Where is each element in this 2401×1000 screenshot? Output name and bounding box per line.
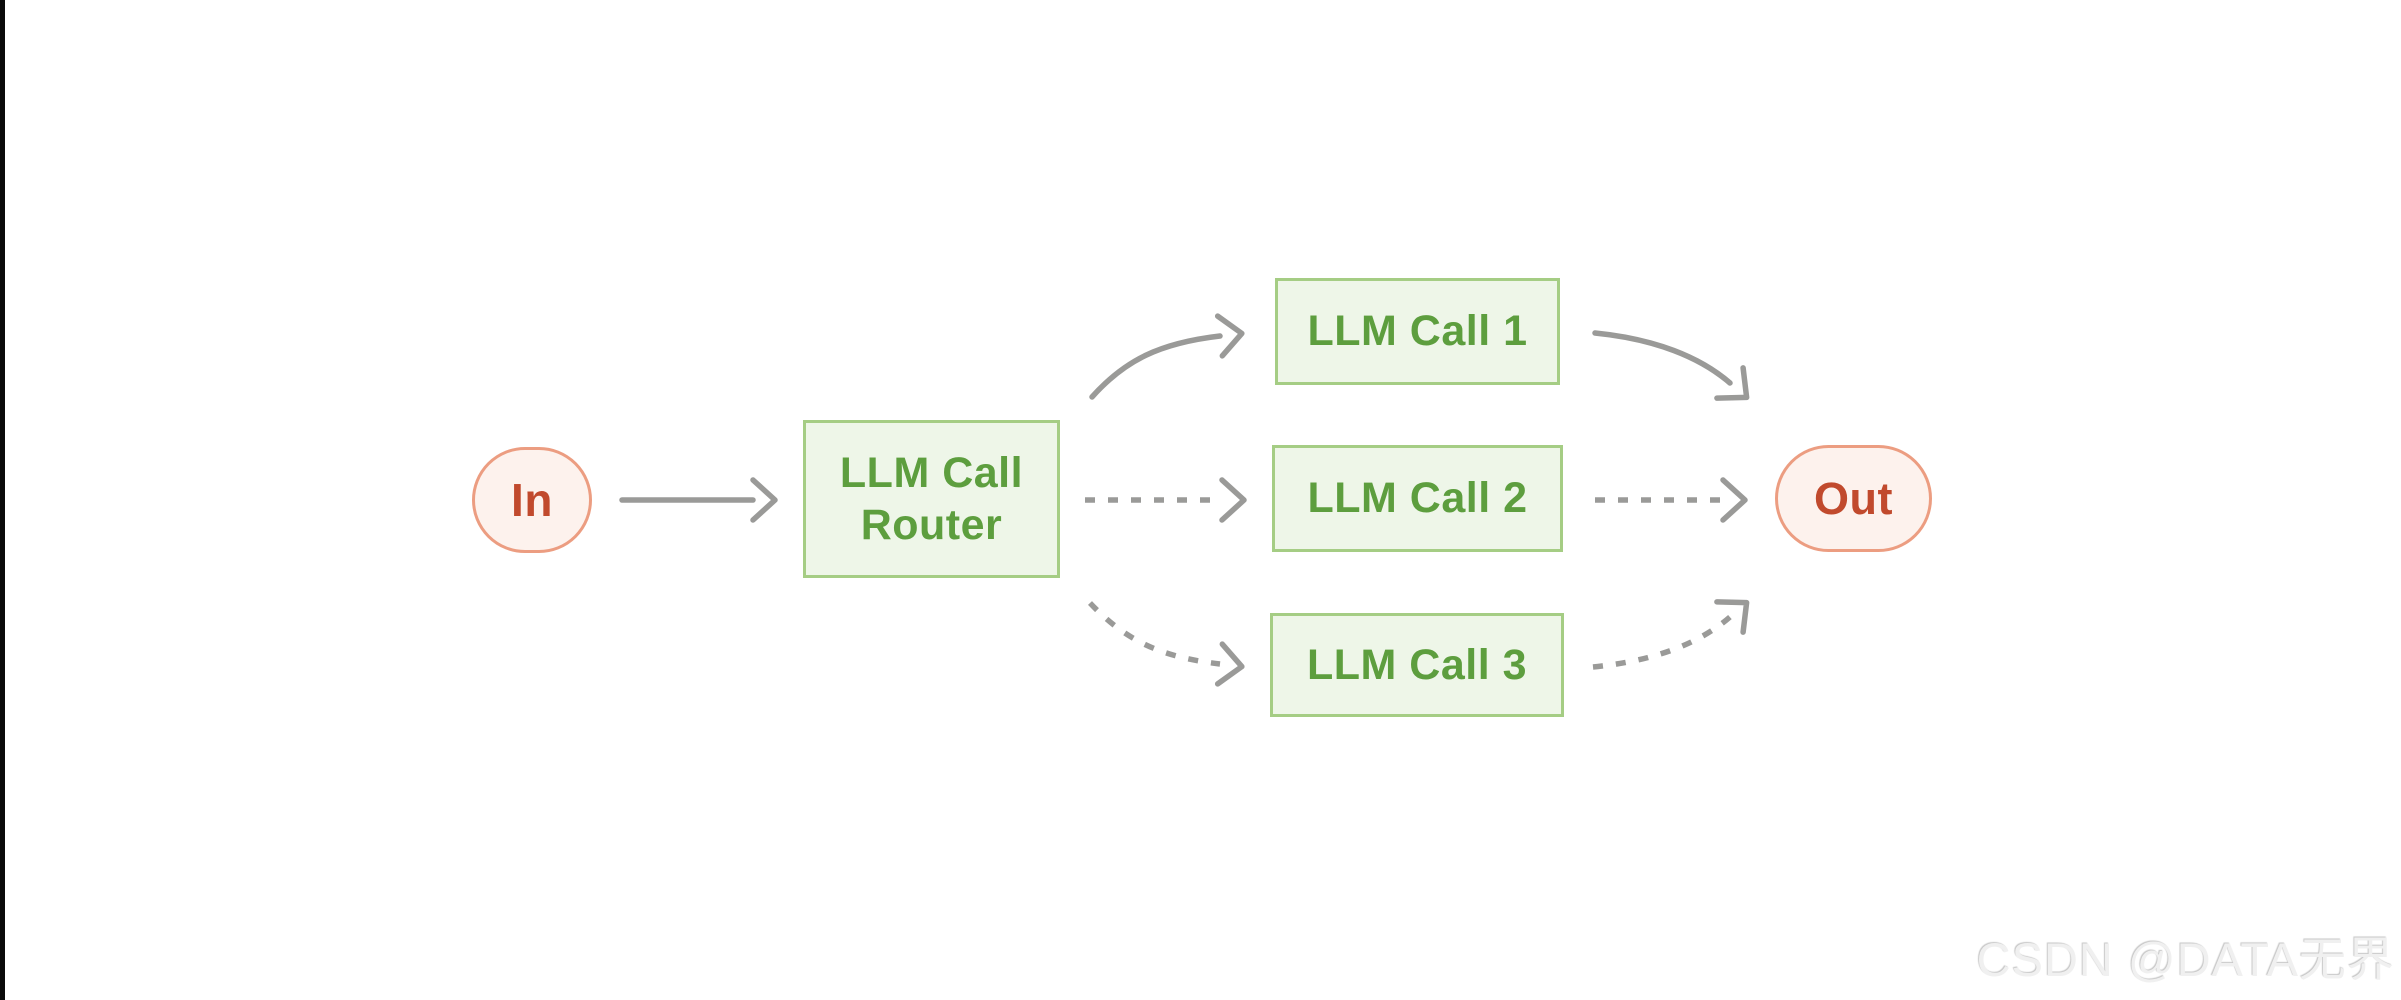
node-out-label: Out [1814, 472, 1893, 524]
node-llm-call-router: LLM Call Router [803, 420, 1060, 578]
node-in-label: In [511, 474, 553, 526]
node-llm-call-2: LLM Call 2 [1272, 445, 1563, 552]
arrow-call3-to-out [1592, 599, 1750, 670]
arrow-call1-to-out [1592, 330, 1750, 401]
node-call1-label: LLM Call 1 [1307, 307, 1528, 356]
node-llm-call-1: LLM Call 1 [1275, 278, 1560, 385]
left-edge-strip [0, 0, 5, 1000]
arrow-router-to-call3 [1088, 601, 1245, 687]
node-out: Out [1775, 445, 1932, 552]
node-call3-label: LLM Call 3 [1306, 640, 1528, 689]
node-router-label: LLM Call Router [839, 448, 1024, 549]
csdn-watermark: CSDN @DATA无界 [1976, 933, 2395, 986]
arrow-router-to-call1 [1089, 313, 1245, 400]
node-call2-label: LLM Call 2 [1307, 474, 1528, 523]
node-llm-call-3: LLM Call 3 [1270, 613, 1564, 717]
node-in: In [472, 447, 592, 553]
